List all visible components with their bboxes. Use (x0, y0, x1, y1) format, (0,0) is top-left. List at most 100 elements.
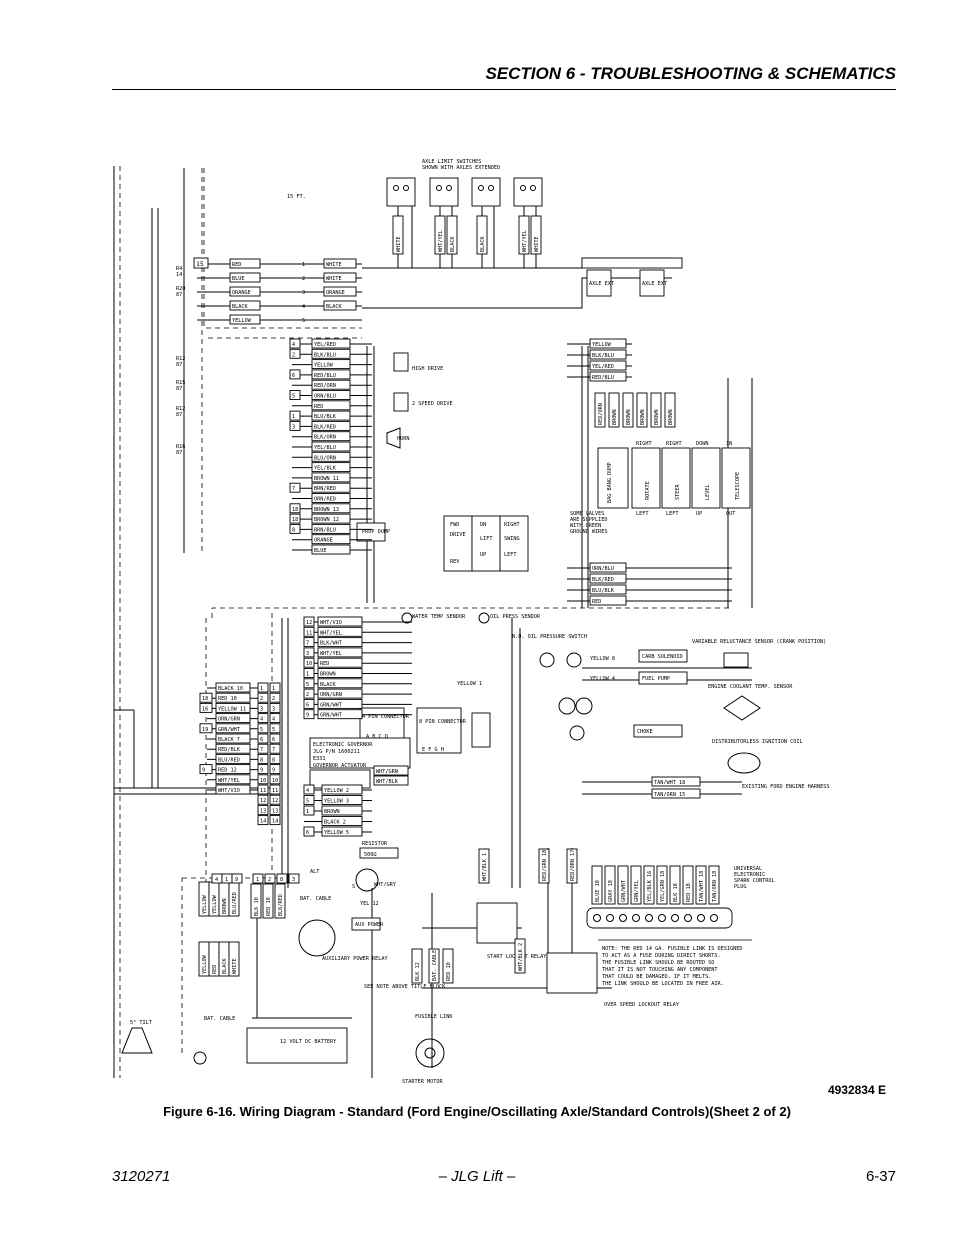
wire-color-tag (311, 369, 351, 380)
wire-color-label: BLACK (320, 682, 336, 688)
wire-color-label: WHITE (326, 262, 342, 268)
wire-color-label: BLUE (232, 276, 245, 282)
plug-label: SPARK CONTROL (734, 878, 775, 884)
device-label: FWD (450, 522, 459, 528)
wire-color-label: RED (314, 404, 323, 410)
wire-color-tag (317, 647, 363, 658)
wire-number: 9 (202, 768, 205, 774)
wire-color-label: BROWN 13 (314, 507, 339, 513)
wire-color-label: BLK/RED (314, 424, 336, 430)
wire-color-label: GRN/WHT (320, 702, 342, 708)
bottom-wire-tag (566, 848, 578, 884)
terminal-number: 1 (225, 877, 228, 883)
bottom-wire-tag (514, 938, 526, 974)
wire-color-tag (317, 616, 363, 627)
axle-limit-label: AXLE LIMIT SWITCHES (422, 159, 481, 165)
pin-number: 4 (272, 717, 275, 723)
plug-wire-label: RED 18 (686, 883, 692, 902)
solenoid-label: FUEL PUMP (642, 676, 670, 682)
valve-wire-label: BROWN (612, 409, 618, 425)
wire-color-tag (311, 390, 351, 400)
bottom-wire-tag (250, 883, 262, 919)
wire-color-tag (311, 420, 351, 431)
wire-color-tag (311, 482, 351, 493)
wire-number: 6 (306, 702, 309, 708)
resistor-ref: R12 (176, 406, 185, 412)
connector-label: 8 PIN CONNECTOR (419, 719, 467, 725)
pin-number: 3 (260, 706, 263, 712)
bottom-wire-label: WHITE (232, 958, 238, 974)
wire-color-tag (323, 258, 357, 269)
wire-number-box (303, 784, 315, 795)
solenoid-label: CHOKE (637, 729, 653, 735)
valve-body (721, 447, 751, 509)
plug-pin (645, 914, 653, 922)
plug-label: ELECTRONIC (734, 872, 765, 878)
wire-color-tag (321, 795, 363, 805)
power-label: OVER SPEED LOCKOUT RELAY (604, 1002, 680, 1008)
plug-wire-label: GRAY 18 (608, 880, 614, 902)
plug-pin (671, 914, 679, 922)
wire-number: 9 (306, 713, 309, 719)
valve-wire-label: ORN/BLU (592, 566, 614, 572)
valve-body (661, 447, 691, 509)
connector-pin (269, 743, 281, 754)
terminal-number: 4 (302, 304, 305, 310)
valve-name: ROTATE (645, 481, 651, 500)
sensor-label: N.O. OIL PRESSURE SWITCH (512, 634, 587, 640)
pin-wire-label: GRN/WHT (218, 727, 240, 733)
terminal-number: 2 (302, 276, 305, 282)
power-label: FUSIBLE LINK (415, 1014, 453, 1020)
wire-number-box (303, 637, 315, 648)
solenoid-wire-label: YELLOW 4 (590, 676, 615, 682)
plug-wire-label: BLUE 18 (595, 880, 601, 902)
wire-color-label: YELLOW (232, 318, 252, 324)
valve-bottom-label: LEFT (666, 511, 679, 517)
valve-body (631, 447, 661, 509)
wire-color-label: ORN/GRN (320, 692, 342, 698)
wire-color-label: BROWN 12 (314, 517, 339, 523)
valve-wire-label: YEL/RED (592, 364, 614, 370)
connector-label: 4 PIN CONNECTOR (362, 714, 410, 720)
wire-color-tag (311, 338, 351, 349)
pin-number: 5 (272, 727, 275, 733)
connector-pin (269, 682, 281, 693)
pin-number: 9 (272, 768, 275, 774)
pin-wire-label: BLU/RED (218, 757, 240, 763)
wire-color-label: BROWN 11 (314, 476, 339, 482)
sensor-label: WATER TEMP SENDOR (412, 614, 466, 620)
wire-color-label: BRN/RED (314, 486, 336, 492)
wire-number-box (199, 702, 213, 713)
wire-number-box (303, 826, 315, 837)
bottom-wire-label: YELLOW (202, 894, 208, 914)
connector-pin (269, 733, 281, 744)
wire-number-box (289, 348, 301, 359)
wire-color-tag (589, 595, 627, 606)
pin-number: 1 (272, 686, 275, 692)
bottom-wire-label: RED/ORN 17 (570, 850, 576, 881)
wire-color-tag (317, 657, 363, 668)
wire-color-tag (311, 513, 351, 524)
terminal-number: 3 (302, 290, 305, 296)
note-line: TO ACT AS A FUSE DURING DIRECT SHORTS. (602, 953, 721, 959)
wire-number-box (303, 805, 315, 816)
valve-wire-label: RED/ORN (598, 403, 604, 425)
wire-color-label: WHT/VIO (320, 620, 342, 626)
alternator-label: ALT (310, 869, 319, 875)
terminal-box (264, 873, 276, 884)
bottom-wire-label: BLK 10 (254, 897, 260, 916)
device-label: SWING (504, 536, 520, 542)
valve-note: ARE SUPPLIED (570, 517, 607, 523)
pin-number: 9 (260, 768, 263, 774)
wire-color-label: BLK/BLU (314, 352, 336, 358)
wire-number: 4 (292, 342, 295, 348)
valve-wire-tag (594, 392, 606, 428)
valve-wire-label: BROWN (640, 409, 646, 425)
pin-wire-label: BLACK 10 (218, 686, 243, 692)
pin-wire-label: RED 10 (218, 696, 237, 702)
pin-wire-label: RED 12 (218, 768, 237, 774)
wire-color-label: BLU/BLK (314, 414, 337, 420)
power-label: STARTER MOTOR (402, 1079, 443, 1083)
device-label: PROP DUMP (362, 529, 390, 535)
wire-number: 15 (196, 260, 204, 268)
